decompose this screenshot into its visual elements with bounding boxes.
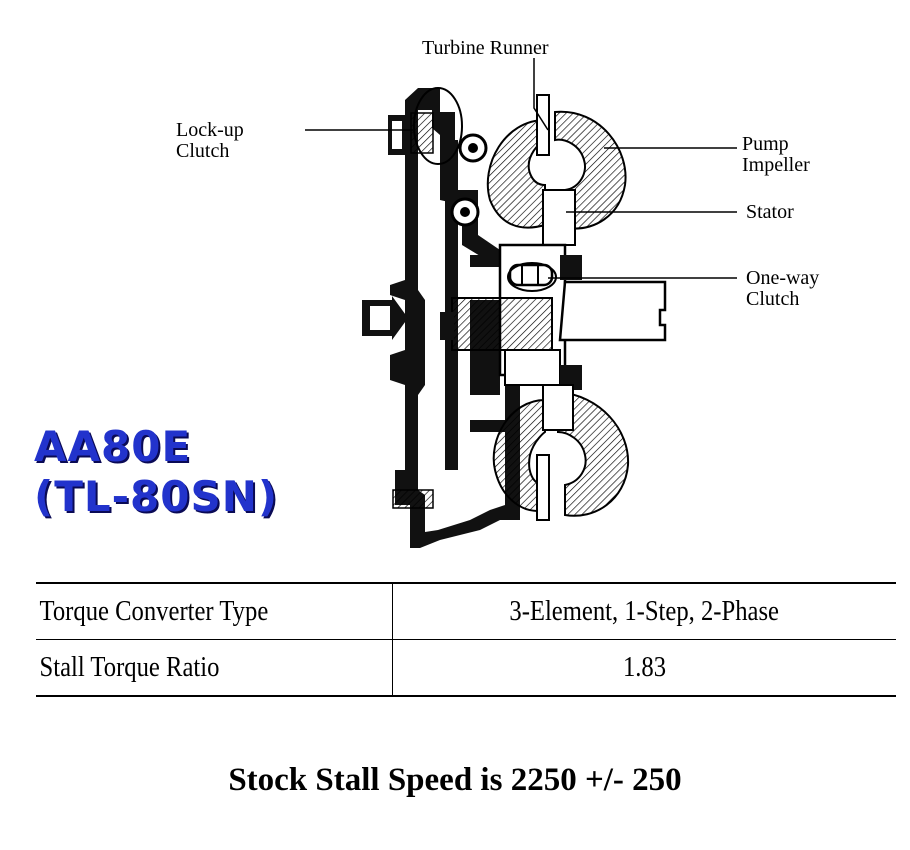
label-oneway-line2: Clutch [746,288,800,310]
leader-lines [305,58,737,292]
label-lockup-line1: Lock-up [176,119,244,141]
spec-table: Torque Converter Type 3-Element, 1-Step,… [36,582,896,697]
lockup-clutch-part [388,87,488,227]
stall-speed-note: Stock Stall Speed is 2250 +/- 250 [228,762,682,798]
spec-value: 3-Element, 1-Step, 2-Phase [392,582,896,640]
label-oneway-clutch: One-way Clutch [746,268,819,310]
label-pump-impeller: Pump Impeller [742,134,810,176]
label-lockup-line2: Clutch [176,140,230,162]
table-row: Torque Converter Type 3-Element, 1-Step,… [36,582,896,640]
lower-turbine-impeller [492,384,630,521]
model-title: AA80E (TL-80SN) [34,422,278,522]
label-pump-line1: Pump [742,133,789,155]
spec-value-text: 1.83 [622,651,667,683]
upper-turbine-impeller [486,94,627,246]
housing-bolt [392,489,434,509]
label-stator: Stator [746,201,794,223]
model-name: AA80E [34,422,192,471]
label-pump-line2: Impeller [742,154,810,176]
table-row: Stall Torque Ratio 1.83 [36,639,896,697]
model-code: (TL-80SN) [34,472,279,521]
hub-assembly [362,243,667,390]
spec-value-text: 3-Element, 1-Step, 2-Phase [509,595,780,627]
spec-value: 1.83 [392,639,896,697]
torque-converter-diagram [305,58,737,548]
spec-key: Stall Torque Ratio [36,639,350,697]
label-lockup-clutch: Lock-up Clutch [176,120,244,162]
label-oneway-line1: One-way [746,267,820,289]
spec-key: Torque Converter Type [36,582,350,640]
label-turbine-runner: Turbine Runner [422,37,549,59]
